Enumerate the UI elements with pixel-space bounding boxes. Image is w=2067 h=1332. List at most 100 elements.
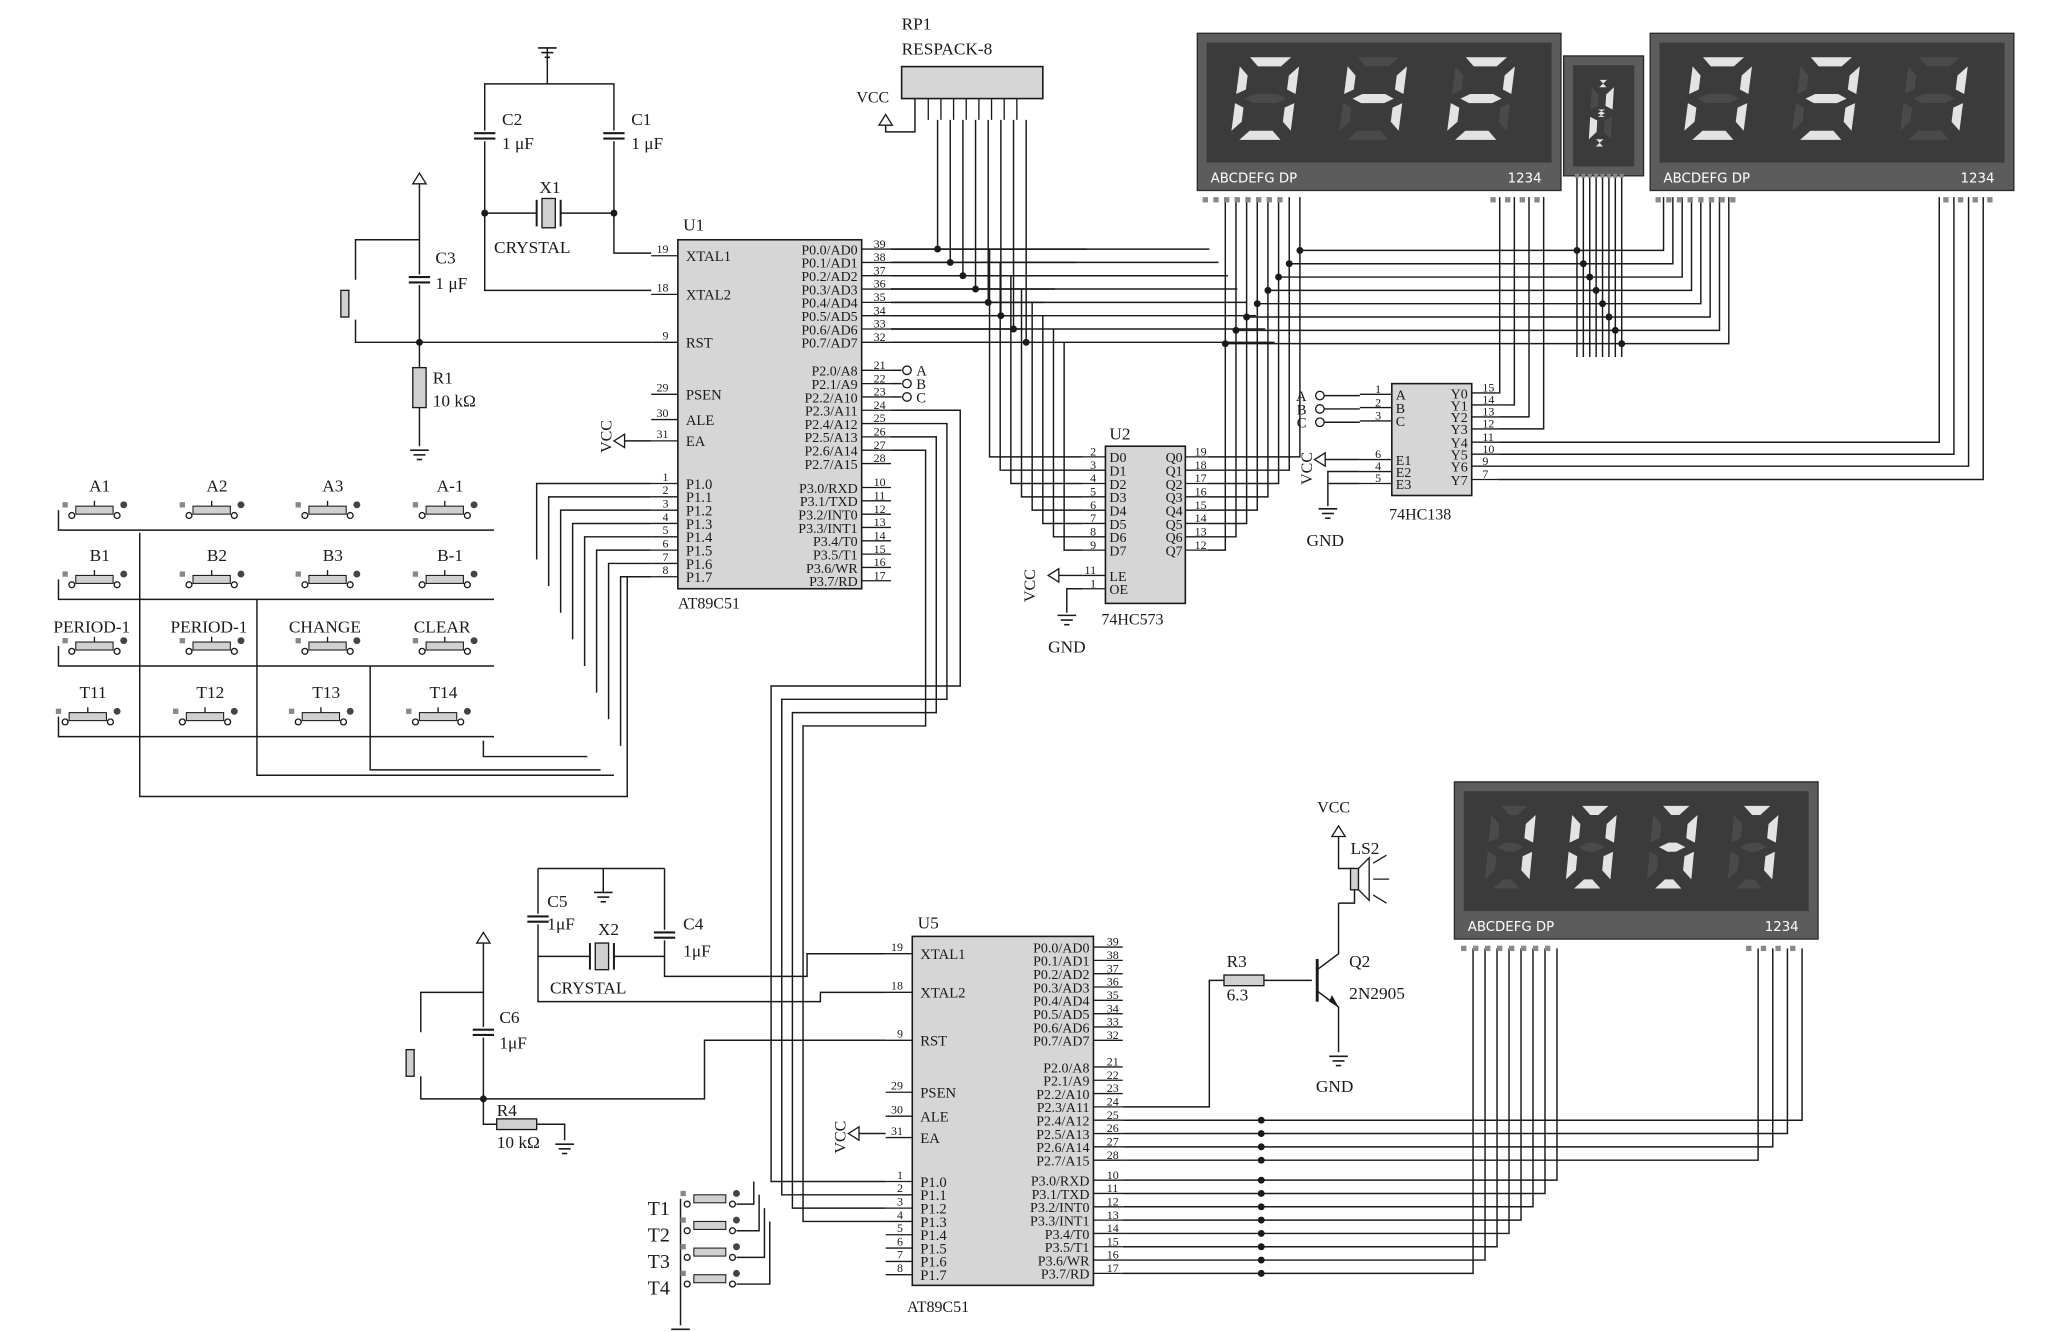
pin-marker: [1687, 197, 1693, 203]
u1-pin-number: 23: [874, 385, 886, 399]
keypad-button: [68, 647, 76, 655]
wire: [57, 716, 495, 738]
pin-marker: [1519, 197, 1526, 203]
display-segment: [1588, 116, 1598, 140]
pin-marker: [1730, 197, 1736, 203]
junction-dot: [1253, 300, 1261, 308]
wire: [1052, 329, 1083, 538]
pin-marker: [1581, 173, 1586, 178]
pin-marker: [1760, 945, 1767, 952]
u1-pin-number: 18: [657, 281, 669, 295]
wire: [547, 496, 652, 587]
wire: [1235, 197, 1721, 332]
pin-marker: [173, 708, 179, 714]
u5-pin-number: 24: [1107, 1095, 1119, 1109]
display-segment: [1764, 851, 1775, 880]
display-segment: [1595, 139, 1604, 147]
junction-dot: [1257, 1256, 1265, 1264]
c1-ref: C1: [631, 110, 651, 129]
u5-pin-number: 36: [1107, 975, 1119, 989]
display-segment: [1739, 66, 1752, 95]
u5-pin-number: 38: [1107, 948, 1119, 962]
wire: [483, 141, 652, 292]
u1-pin-number: 38: [874, 250, 886, 264]
u5-pin-number: 15: [1107, 1234, 1119, 1248]
vcc-label: VCC: [598, 420, 615, 453]
u1-pin-name: XTAL1: [686, 249, 731, 265]
u5-pin-name: P0.6/AD6: [1033, 1021, 1089, 1036]
junction-dot: [1257, 1143, 1265, 1151]
u1-pin-number: 35: [874, 290, 886, 304]
pin-marker: [1505, 197, 1511, 203]
x1-ref: X1: [539, 178, 560, 197]
u5-pin-name: P2.5/A13: [1036, 1128, 1089, 1143]
u5-pin-number: 29: [891, 1079, 903, 1093]
button-label: T3: [648, 1251, 670, 1273]
net-terminal: [1314, 390, 1325, 401]
wire: [482, 1098, 497, 1125]
u1-pin-number: 16: [874, 555, 886, 569]
display-segment: [1663, 805, 1690, 815]
junction-dot: [610, 209, 618, 217]
u1-pin-name: P1.5: [686, 543, 712, 559]
wire: [1278, 197, 1683, 278]
u3-pin-name: C: [1396, 415, 1405, 430]
u5-pin-name: P2.2/A10: [1036, 1088, 1089, 1103]
u2-pin-name: Q0: [1166, 451, 1183, 466]
keypad-button: [230, 707, 238, 715]
u1-pin-number: 14: [874, 528, 886, 542]
junction-dot: [1296, 246, 1304, 254]
u2-pin-name: Q5: [1166, 518, 1183, 533]
keypad-label: B1: [90, 546, 110, 565]
u3-pin-number: 11: [1482, 430, 1494, 444]
u1-pin-number: 21: [874, 358, 886, 372]
u1-name: AT89C51: [678, 596, 740, 613]
pin-marker: [62, 571, 68, 577]
display-segment: [1524, 814, 1536, 843]
pin-marker: [1497, 945, 1503, 952]
keypad-button: [294, 718, 302, 726]
net-label: B: [1297, 402, 1307, 418]
u5-pin-name: P2.6/A14: [1036, 1141, 1089, 1156]
pin-marker: [1574, 173, 1579, 178]
display-segment: [1501, 805, 1528, 815]
keypad-button: [75, 505, 114, 515]
keypad-label: PERIOD-1: [53, 618, 130, 637]
u3-pin-number: 7: [1482, 467, 1488, 481]
u5-name: AT89C51: [907, 1299, 969, 1316]
u1-pin-name: P3.4/T0: [813, 535, 858, 550]
pin-marker: [1957, 197, 1964, 203]
u3-pin-number: 3: [1375, 409, 1381, 423]
u1-pin-name: P0.3/AD3: [801, 283, 857, 298]
c2-ref: C2: [502, 110, 522, 129]
pin-marker: [1521, 945, 1527, 952]
u5-pin-number: 11: [1107, 1181, 1119, 1195]
u5-pin-name: P3.4/T0: [1045, 1228, 1090, 1243]
u2-pin-number: 6: [1090, 498, 1096, 512]
wire: [1338, 889, 1356, 904]
u2-pin-number: 16: [1195, 485, 1207, 499]
display-segment: [1344, 66, 1356, 95]
wire: [607, 562, 652, 720]
junction-dot: [1010, 325, 1017, 333]
wire: [1498, 197, 1970, 467]
vcc-label: VCC: [833, 1121, 850, 1154]
u3-pin-number: 6: [1375, 447, 1381, 461]
u2-pin-number: 17: [1195, 471, 1207, 485]
wire: [1498, 197, 1501, 394]
display-segment: [1605, 814, 1617, 843]
u1-pin-name: P0.4/AD4: [801, 297, 857, 312]
keypad-button: [230, 511, 238, 520]
keypad-button: [185, 581, 193, 589]
display-segment: [1951, 103, 1964, 131]
r3-resistor: [1223, 974, 1265, 987]
r1-value: 10 kΩ: [433, 391, 476, 410]
display-segment: [1460, 94, 1502, 104]
u5-pin-number: 7: [897, 1248, 903, 1262]
junction-dot: [1275, 273, 1283, 281]
display-segment: [1731, 814, 1743, 843]
pin-marker: [406, 708, 412, 714]
u2-pin-number: 9: [1090, 538, 1096, 552]
pin-marker: [1509, 945, 1515, 952]
